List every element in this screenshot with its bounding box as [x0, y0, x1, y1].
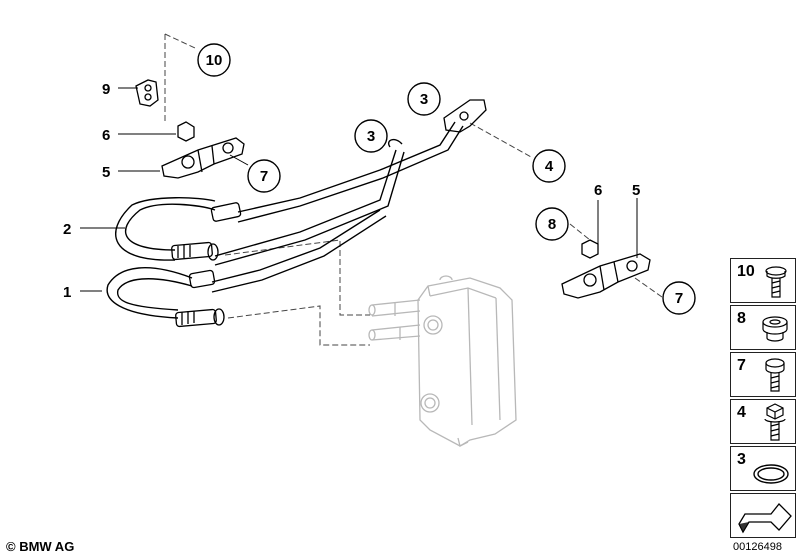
callout-3-mid: 3	[354, 119, 388, 153]
label-5-left: 5	[102, 164, 110, 181]
grommet-icon	[762, 316, 788, 342]
svg-text:7: 7	[675, 290, 683, 307]
grommet-8	[581, 239, 599, 259]
label-2: 2	[63, 221, 71, 238]
callout-8: 8	[535, 207, 569, 241]
hex-bolt-icon	[764, 403, 786, 441]
callout-7-top: 7	[247, 159, 281, 193]
hose-fittings	[171, 202, 242, 328]
plain-labels: 9 6 5 2 1 6 5	[63, 81, 640, 301]
flange-plate	[443, 99, 487, 133]
label-6-left: 6	[102, 127, 110, 144]
side-cell-3: 3	[730, 446, 796, 491]
callouts: 10 7 3 3 4 8 7	[197, 43, 696, 315]
callout-4: 4	[532, 149, 566, 183]
bracket-9	[135, 79, 159, 107]
side-number: 7	[737, 357, 746, 374]
svg-text:8: 8	[548, 216, 556, 233]
svg-text:3: 3	[420, 91, 428, 108]
label-1: 1	[63, 284, 71, 301]
arrow-icon	[738, 503, 792, 534]
callout-10: 10	[197, 43, 231, 77]
svg-text:3: 3	[367, 128, 375, 145]
svg-text:10: 10	[206, 52, 223, 69]
callout-7-right: 7	[662, 281, 696, 315]
side-number: 8	[737, 310, 746, 327]
clip-bracket-5	[161, 137, 245, 179]
copyright-text: © BMW AG	[6, 539, 75, 554]
grommet-6	[177, 121, 195, 142]
oil-cooler	[368, 275, 517, 447]
svg-text:7: 7	[260, 168, 268, 185]
callout-3-top: 3	[407, 82, 441, 116]
leader-lines	[164, 33, 663, 346]
side-cell-7: 7	[730, 352, 796, 397]
svg-text:4: 4	[545, 158, 554, 175]
clip-bracket-right	[561, 253, 651, 299]
hose-2	[115, 121, 464, 266]
label-9: 9	[102, 81, 110, 98]
hose-1	[106, 209, 387, 319]
bolt-flange-icon	[765, 266, 787, 298]
bolt-icon	[765, 358, 785, 392]
side-number: 3	[737, 451, 746, 468]
side-cell-arrow	[730, 493, 796, 538]
side-cell-4: 4	[730, 399, 796, 444]
label-5-right: 5	[632, 182, 640, 199]
o-ring-icon	[753, 464, 789, 484]
label-6-right: 6	[594, 182, 602, 199]
side-cell-10: 10	[730, 258, 796, 303]
side-cell-8: 8	[730, 305, 796, 350]
document-number: 00126498	[733, 541, 782, 553]
side-number: 4	[737, 404, 746, 421]
side-number: 10	[737, 263, 755, 280]
